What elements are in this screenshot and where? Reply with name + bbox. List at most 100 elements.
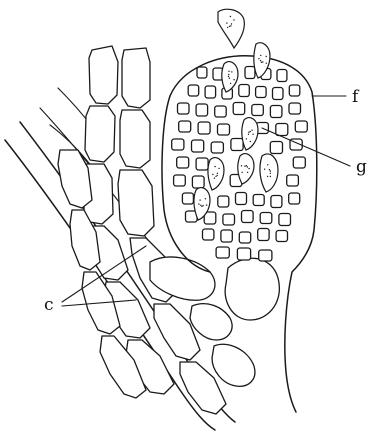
stipple-dot: [233, 79, 234, 80]
small-cell: [270, 106, 282, 118]
small-cell: [192, 176, 204, 188]
small-cell: [172, 139, 184, 150]
small-cell: [218, 196, 229, 207]
small-cell: [179, 121, 191, 132]
filament-cell: [212, 344, 255, 386]
small-cell: [253, 195, 264, 206]
stipple-dot: [248, 134, 249, 135]
small-cell: [188, 85, 199, 96]
small-cell: [239, 232, 250, 243]
stipple-dot: [266, 56, 267, 57]
small-cell: [252, 105, 263, 116]
stipple-dot: [246, 165, 247, 166]
stipple-dot: [217, 175, 218, 176]
small-cell: [277, 70, 287, 82]
stipple-dot: [201, 206, 202, 207]
stipple-dot: [228, 76, 229, 77]
small-cell: [233, 103, 245, 115]
filament-cell: [85, 106, 115, 162]
small-cell: [177, 157, 189, 168]
stipple-dot: [200, 205, 201, 206]
small-cell: [237, 248, 250, 260]
small-cell: [182, 193, 193, 204]
stipple-dot: [205, 198, 206, 199]
small-cell: [276, 124, 288, 136]
small-cell: [295, 121, 307, 132]
small-cell: [205, 86, 216, 98]
small-cell: [192, 140, 204, 152]
stipple-dot: [212, 174, 213, 175]
stipple-dot: [248, 132, 249, 133]
stipple-dot: [198, 203, 199, 204]
stipple-dot: [231, 71, 232, 72]
small-cell: [271, 196, 282, 208]
stipple-dot: [227, 27, 228, 28]
stipple-dot: [229, 78, 230, 79]
label-g: g: [356, 157, 367, 177]
stipple-dot: [251, 130, 252, 131]
stipple-dot: [230, 25, 231, 26]
stipple-dot: [229, 26, 230, 27]
stipple-dot: [267, 164, 268, 165]
small-cell: [293, 157, 305, 168]
small-cell: [211, 142, 223, 153]
filament-cell: [120, 110, 150, 168]
stipple-dot: [228, 74, 229, 75]
stipple-dot: [270, 170, 271, 171]
small-cell: [174, 175, 186, 186]
small-cell: [196, 158, 208, 170]
stipple-dot: [230, 83, 231, 84]
filament-cell: [118, 170, 154, 236]
small-cell: [270, 142, 282, 154]
stipple-dot: [270, 176, 271, 177]
filament-cell: [58, 150, 92, 208]
stipple-dot: [246, 138, 247, 139]
small-cell: [197, 67, 207, 78]
small-cell: [259, 250, 272, 261]
small-cell: [256, 87, 267, 98]
small-cell: [196, 104, 208, 116]
stipple-dot: [266, 63, 267, 64]
small-cell: [273, 88, 284, 100]
stipple-dot: [214, 178, 215, 179]
stipple-dot: [228, 71, 229, 72]
small-cell: [242, 211, 254, 223]
stipple-dot: [206, 204, 207, 205]
small-cell: [289, 103, 301, 114]
small-cell: [260, 213, 272, 224]
stipple-dot: [270, 173, 271, 174]
filament-cell: [89, 46, 118, 104]
stipple-dot: [252, 134, 253, 135]
small-cell: [178, 103, 190, 114]
filament-cell: [122, 48, 150, 108]
small-cell: [218, 124, 230, 135]
stipple-dot: [260, 55, 261, 56]
stipple-dot: [244, 166, 245, 167]
stipple-dot: [231, 23, 232, 24]
small-cell: [239, 85, 250, 97]
small-cell: [245, 67, 255, 79]
small-cell: [289, 85, 300, 96]
stipple-dot: [218, 168, 219, 169]
stipple-dot: [258, 58, 259, 59]
small-cell: [289, 193, 300, 204]
label-c: c: [44, 295, 54, 315]
stipple-dot: [241, 165, 242, 166]
small-cell: [279, 214, 291, 226]
stipple-dot: [264, 169, 265, 170]
spore: [222, 62, 238, 92]
stipple-dot: [267, 176, 268, 177]
stipple-dot: [230, 16, 231, 17]
spore: [238, 154, 254, 184]
stipple-dot: [215, 176, 216, 177]
spore: [242, 118, 258, 150]
small-cell: [198, 122, 210, 134]
stipple-dot: [248, 168, 249, 169]
small-cell: [231, 139, 243, 151]
stipple-dot: [262, 61, 263, 62]
small-cell: [221, 230, 232, 242]
small-cell: [236, 193, 247, 205]
stipple-dot: [260, 60, 261, 61]
